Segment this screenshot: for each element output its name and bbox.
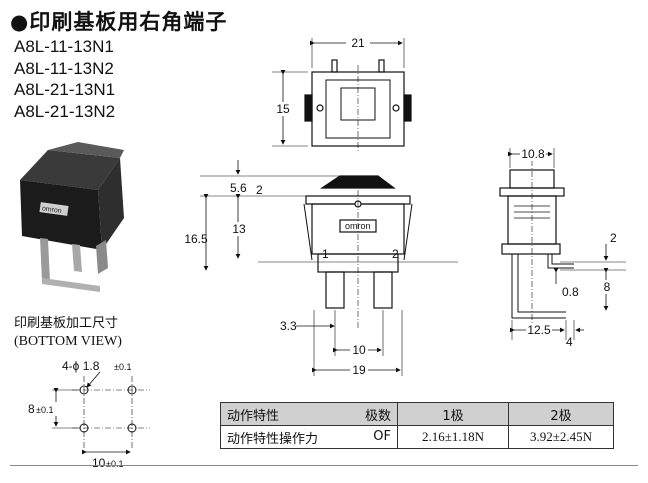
front-logo: omron: [345, 221, 371, 231]
model-item: A8L-11-13N1: [14, 37, 114, 56]
row-unit: OF: [373, 429, 391, 444]
operating-characteristics-table: 动作特性 极数 1极 2极 动作特性操作力 OF 2.16±1.18N 3.92…: [220, 402, 614, 449]
pcb-h-pitch: 10: [92, 456, 106, 470]
row-label: 动作特性操作力: [227, 431, 319, 447]
terminal-1-label: 1: [322, 247, 329, 261]
terminal-2-label: 2: [392, 247, 399, 261]
dim-pin-spacing: 10: [352, 343, 366, 357]
top-view: [272, 38, 412, 152]
pcb-hole-tol: ±0.1: [114, 362, 131, 372]
header-label: 动作特性: [227, 408, 280, 424]
dim-overall-height: 16.5: [184, 232, 208, 246]
dim-top-height: 15: [276, 102, 290, 116]
dim-pin-thickness: 0.8: [562, 285, 579, 299]
model-item: A8L-21-13N1: [14, 80, 116, 99]
dim-side-depth: 12.5: [527, 323, 551, 337]
pcb-hole-layout: [52, 371, 150, 455]
bottom-divider: [10, 465, 638, 466]
pcb-v-pitch: 8: [28, 402, 35, 416]
dim-actuator-step: 2: [256, 183, 263, 197]
dim-pin-pitch: 3.3: [280, 319, 297, 333]
switch-photo: omron: [20, 142, 124, 292]
dim-side-tail: 4: [566, 335, 573, 349]
model-list: A8L-11-13N1 A8L-11-13N2 A8L-21-13N1 A8L-…: [14, 36, 115, 122]
dim-side-width: 10.8: [521, 147, 545, 161]
pcb-v-tol: ±0.1: [36, 405, 53, 415]
page-title: ●印刷基板用右角端子: [10, 10, 228, 34]
table-row: 动作特性操作力 OF 2.16±1.18N 3.92±2.45N: [220, 425, 614, 449]
pcb-hole-label: 4-ϕ 1.8: [62, 359, 100, 373]
value-1pole: 2.16±1.18N: [397, 425, 509, 449]
photo-logo: omron: [41, 205, 62, 215]
pcb-layout-title: 印刷基板加工尺寸 (BOTTOM VIEW): [14, 315, 122, 351]
value-2pole: 3.92±2.45N: [508, 425, 614, 449]
pcb-title-text: 印刷基板加工尺寸: [14, 316, 119, 331]
dim-actuator-top: 5.6: [230, 181, 247, 195]
dim-top-width: 21: [351, 36, 365, 50]
model-item: A8L-21-13N2: [14, 101, 116, 121]
dim-side-pin-depth: 8: [604, 280, 611, 294]
side-view: [499, 148, 626, 340]
header-poles: 极数: [364, 409, 391, 424]
dim-body-height: 13: [232, 222, 246, 236]
pcb-h-tol: ±0.1: [106, 459, 123, 469]
model-item: A8L-11-13N2: [14, 58, 114, 78]
table-header-row: 动作特性 极数 1极 2极: [220, 402, 614, 426]
dim-base-width: 19: [352, 363, 366, 377]
row-label-cell: 动作特性操作力 OF: [220, 425, 398, 449]
header-col-2pole: 2极: [508, 402, 614, 426]
dim-side-pin-offset: 2: [610, 231, 617, 245]
pcb-subtitle: (BOTTOM VIEW): [14, 334, 122, 349]
front-view: [200, 160, 458, 376]
header-col-1pole: 1极: [397, 402, 509, 426]
header-label-cell: 动作特性 极数: [220, 402, 398, 426]
